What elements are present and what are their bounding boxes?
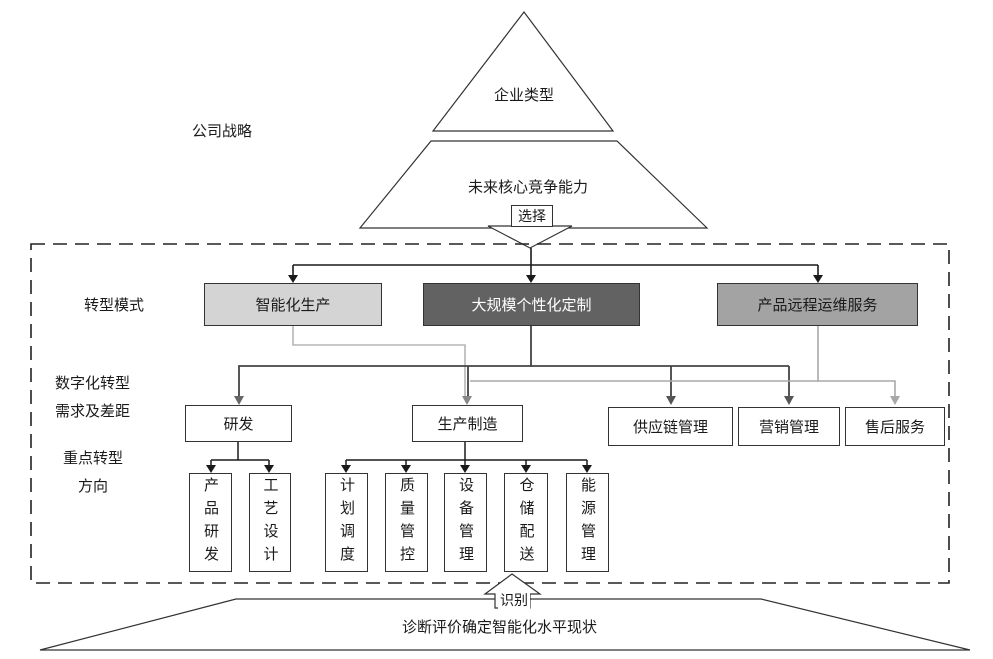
needs-label-line1: 数字化转型 <box>55 374 131 392</box>
area-arrowheads <box>234 396 900 405</box>
production-connectors <box>345 442 588 466</box>
mode-label: 转型模式 <box>84 296 145 314</box>
identify-label: 识别 <box>498 590 530 610</box>
area-marketing: 营销管理 <box>738 407 840 446</box>
diagnosis-label: 诊断评价确定智能化水平现状 <box>402 618 598 636</box>
rnd-item-process-design: 工艺设计 <box>249 473 291 572</box>
mode-smart-production: 智能化生产 <box>204 283 382 326</box>
needs-label-line2: 需求及差距 <box>55 402 131 420</box>
area-production: 生产制造 <box>412 405 523 442</box>
area-after-sales: 售后服务 <box>845 407 945 446</box>
customization-links <box>238 326 790 397</box>
prod-item-warehouse: 仓储配送 <box>504 473 548 572</box>
production-arrowheads <box>341 465 592 473</box>
strategy-label: 公司战略 <box>192 122 253 140</box>
diagnosis-trapezoid <box>39 598 971 651</box>
pyramid-middle <box>358 140 709 229</box>
pyramid-top-label: 企业类型 <box>494 86 555 104</box>
smart-production-link <box>292 326 466 400</box>
focus-label-line1: 重点转型 <box>63 449 124 467</box>
prod-item-quality: 质量管控 <box>385 473 428 572</box>
mode-arrowheads <box>288 275 823 283</box>
focus-label-line2: 方向 <box>78 477 109 495</box>
rnd-item-product-rnd: 产品研发 <box>189 473 232 572</box>
mode-connectors <box>292 248 819 276</box>
select-tag: 选择 <box>511 205 553 227</box>
prod-item-energy: 能源管理 <box>566 473 609 572</box>
mode-remote-service: 产品远程运维服务 <box>717 283 918 326</box>
pyramid-top <box>431 11 615 132</box>
prod-item-equipment: 设备管理 <box>444 473 487 572</box>
rnd-arrowheads <box>206 465 274 473</box>
area-supply-chain: 供应链管理 <box>608 407 733 446</box>
pyramid-middle-label: 未来核心竞争能力 <box>468 178 589 196</box>
area-rnd: 研发 <box>185 405 292 442</box>
mode-mass-customization: 大规模个性化定制 <box>423 283 640 326</box>
rnd-connectors <box>210 442 270 466</box>
prod-item-scheduling: 计划调度 <box>325 473 368 572</box>
dashed-frame <box>30 243 950 584</box>
remote-service-links <box>470 326 896 397</box>
